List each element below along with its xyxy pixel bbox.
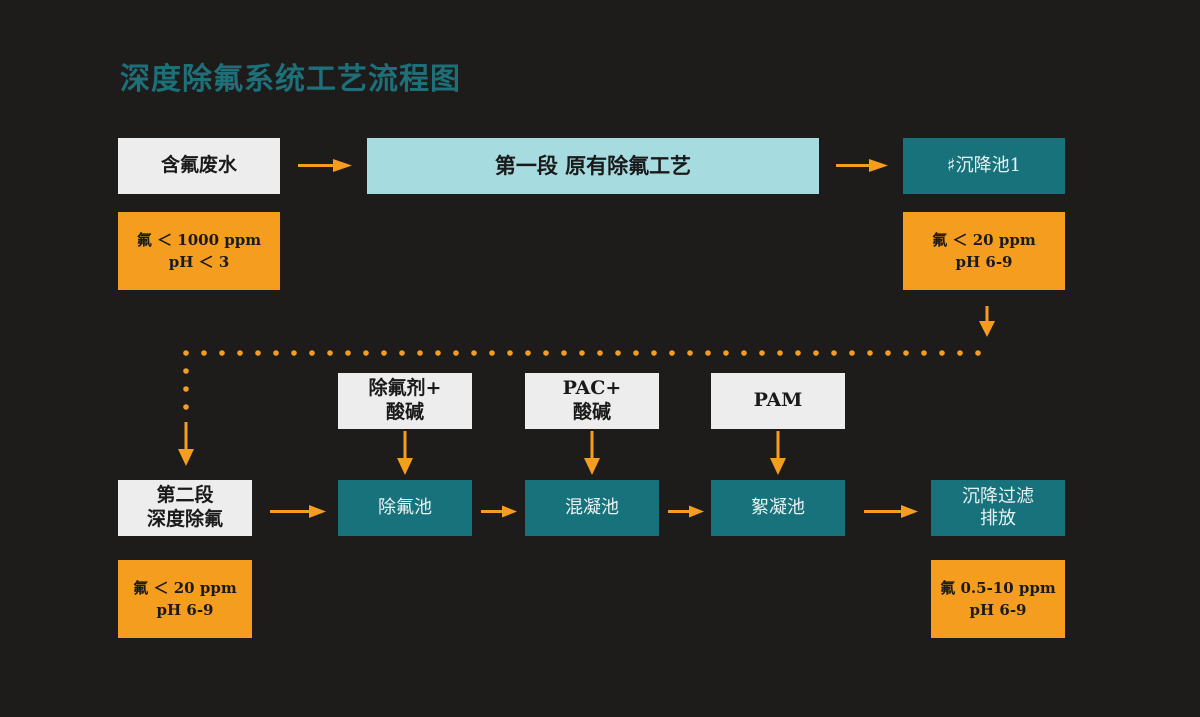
node-label: 除氟池 bbox=[378, 496, 432, 518]
node-label: 第一段 原有除氟工艺 bbox=[494, 152, 692, 178]
arrow-right-icon bbox=[668, 505, 704, 518]
node-settle-filter-discharge: 沉降过滤 排放 bbox=[931, 480, 1065, 536]
dotted-connector bbox=[183, 350, 981, 410]
condition-raw: 氟 ＜ 1000 ppm pH ＜ 3 bbox=[118, 212, 280, 290]
node-label: ♯沉降池1 bbox=[946, 154, 1022, 176]
condition-line: 氟 ＜ 20 ppm bbox=[133, 578, 237, 597]
node-defluorination-tank: 除氟池 bbox=[338, 480, 472, 536]
reagent-label: 酸碱 bbox=[385, 401, 424, 423]
reagent-pam: PAM bbox=[711, 373, 845, 429]
condition-stage-two-input: 氟 ＜ 20 ppm pH 6-9 bbox=[118, 560, 252, 638]
node-label: 沉降过滤 bbox=[962, 485, 1034, 507]
arrow-down-icon bbox=[584, 431, 600, 475]
node-input-water: 含氟废水 bbox=[118, 138, 280, 194]
condition-line: 氟 ＜ 1000 ppm bbox=[136, 230, 262, 249]
reagent-pac: PAC+ 酸碱 bbox=[525, 373, 659, 429]
condition-line: 氟 ＜ 20 ppm bbox=[932, 230, 1036, 249]
node-label: 第二段 bbox=[156, 484, 214, 507]
node-label: 深度除氟 bbox=[146, 508, 223, 530]
arrow-down-icon bbox=[979, 306, 995, 337]
reagent-label: PAC+ bbox=[562, 377, 622, 400]
condition-line: 氟 0.5-10 ppm bbox=[940, 578, 1056, 597]
reagent-label: PAM bbox=[753, 389, 803, 412]
condition-line: pH ＜ 3 bbox=[168, 253, 230, 271]
node-label: 絮凝池 bbox=[751, 496, 805, 518]
arrow-right-icon bbox=[298, 159, 352, 172]
arrow-right-icon bbox=[270, 505, 326, 518]
reagent-label: 除氟剂+ bbox=[368, 377, 442, 400]
node-flocculation-tank: 絮凝池 bbox=[711, 480, 845, 536]
node-stage-one: 第一段 原有除氟工艺 bbox=[367, 138, 819, 194]
condition-line: pH 6-9 bbox=[955, 253, 1013, 271]
node-settling-tank-1: ♯沉降池1 bbox=[903, 138, 1065, 194]
node-label: 混凝池 bbox=[565, 496, 619, 518]
arrow-right-icon bbox=[481, 505, 517, 518]
condition-after-stage-one: 氟 ＜ 20 ppm pH 6-9 bbox=[903, 212, 1065, 290]
arrow-down-icon bbox=[178, 422, 194, 466]
condition-final: 氟 0.5-10 ppm pH 6-9 bbox=[931, 560, 1065, 638]
node-label: 排放 bbox=[980, 508, 1016, 529]
arrow-right-icon bbox=[836, 159, 888, 172]
page-title: 深度除氟系统工艺流程图 bbox=[120, 62, 461, 97]
node-coagulation-tank: 混凝池 bbox=[525, 480, 659, 536]
node-stage-two: 第二段 深度除氟 bbox=[118, 480, 252, 536]
node-label: 含氟废水 bbox=[160, 154, 237, 177]
arrow-down-icon bbox=[770, 431, 786, 475]
arrow-down-icon bbox=[397, 431, 413, 475]
reagent-defluorination-agent: 除氟剂+ 酸碱 bbox=[338, 373, 472, 429]
condition-line: pH 6-9 bbox=[969, 601, 1027, 619]
condition-line: pH 6-9 bbox=[156, 601, 214, 619]
reagent-label: 酸碱 bbox=[572, 401, 611, 423]
arrow-right-icon bbox=[864, 505, 918, 518]
